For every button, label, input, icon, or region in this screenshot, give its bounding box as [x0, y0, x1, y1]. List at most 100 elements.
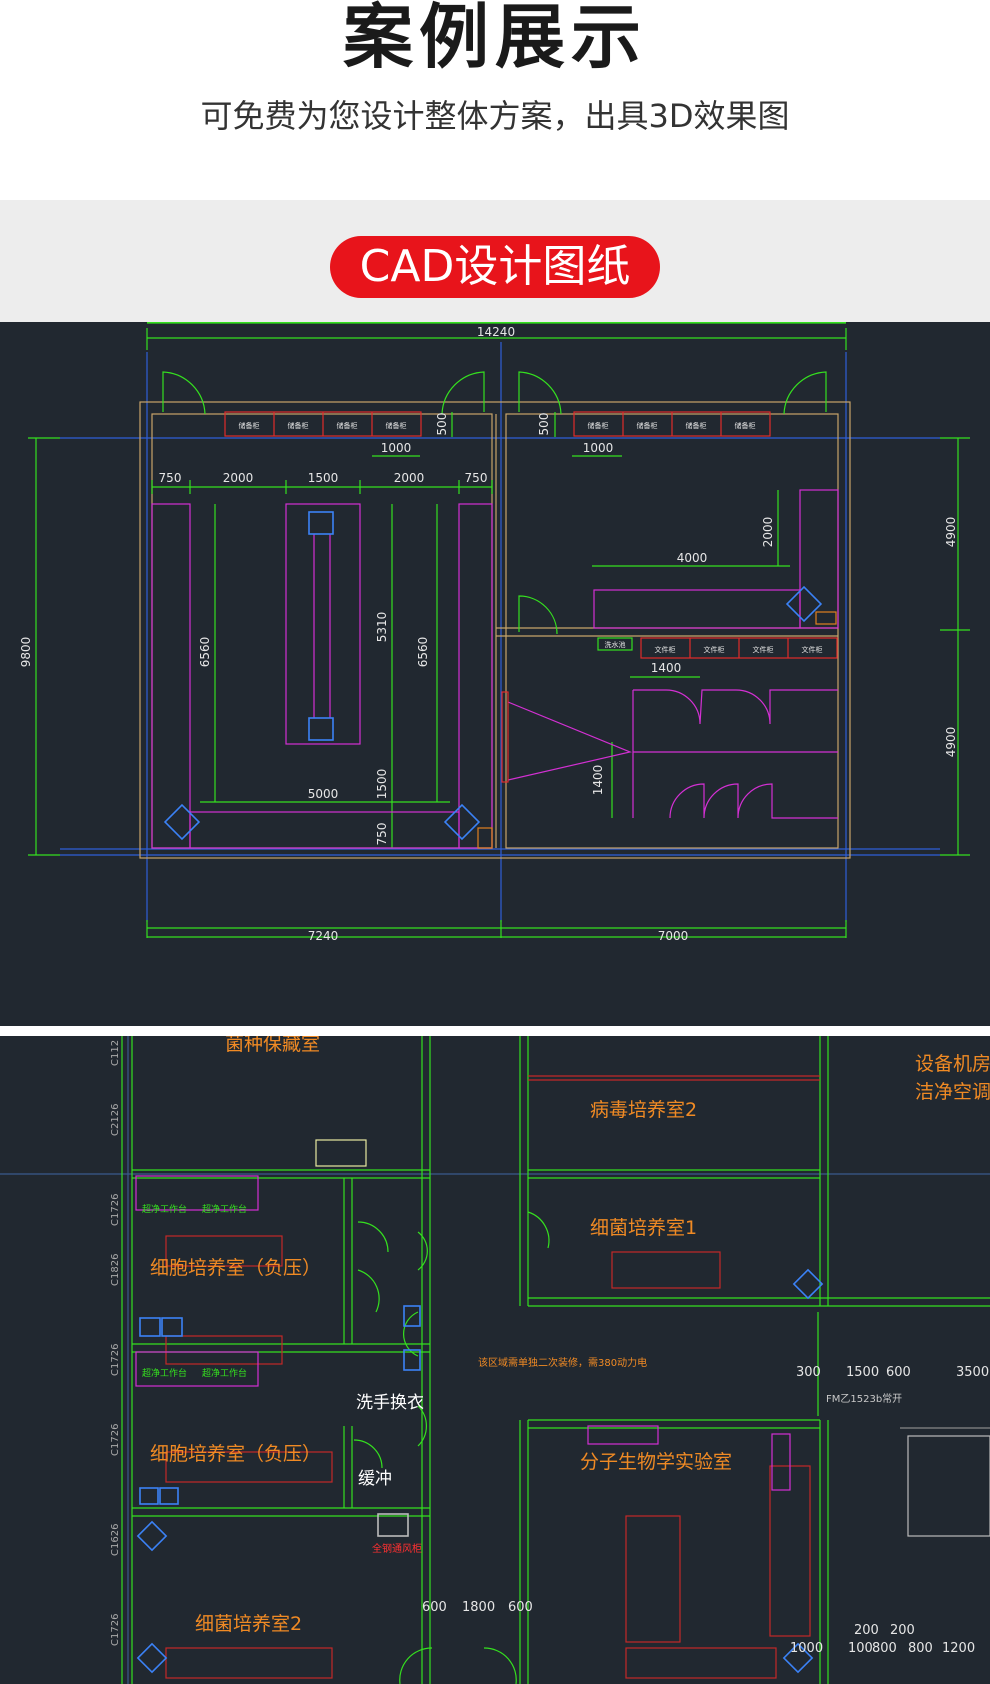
dim-text: 200	[890, 1623, 915, 1638]
dim-overall-height: 9800	[19, 637, 33, 668]
dim-1000-right: 1000	[583, 441, 614, 455]
dim-500-right: 500	[537, 413, 551, 436]
axis-tag: C2126	[110, 1104, 121, 1136]
axis-tag: C1726	[110, 1424, 121, 1456]
axis-lines	[0, 1036, 990, 1684]
dim-text: 100	[848, 1641, 873, 1656]
dim-left-width: 7240	[308, 929, 339, 943]
furniture	[151, 489, 839, 849]
room-label: 细胞培养室（负压）	[150, 1443, 321, 1465]
file-cabinet-label: 文件柜	[704, 645, 725, 654]
dim-text: 1000	[790, 1641, 823, 1656]
dim-5000: 5000	[308, 787, 339, 801]
dim-text: 600	[422, 1600, 447, 1615]
cabinet-label: 储备柜	[686, 421, 707, 430]
dim-text: 200	[854, 1623, 879, 1638]
corridor-label: 洗手换衣	[356, 1393, 424, 1413]
hood-label: 全钢通风柜	[372, 1542, 422, 1555]
dim-1400-horiz: 1400	[651, 661, 682, 675]
axis-tag: C1726	[110, 1344, 121, 1376]
room-label: 细菌培养室1	[590, 1217, 697, 1239]
cad-plan-bottom: 菌种保藏室 病毒培养室2 细菌培养室1 细胞培养室（负压） 细胞培养室（负压） …	[0, 1036, 990, 1684]
dim-5310: 5310	[375, 612, 389, 643]
axis-tag: C1726	[110, 1614, 121, 1646]
door-tag: FM乙1523b常开	[826, 1392, 902, 1405]
dim-overall-width: 14240	[477, 325, 515, 339]
bench-label: 超净工作台	[142, 1367, 187, 1379]
dim-text: 600	[508, 1600, 533, 1615]
dim-text: 800	[872, 1641, 897, 1656]
dim-750-right: 750	[465, 471, 488, 485]
sample-box	[315, 1139, 367, 1167]
dim-text: 1200	[942, 1641, 975, 1656]
sink-label: 洗水池	[605, 640, 626, 649]
cabinet-label: 储备柜	[637, 421, 658, 430]
cabinet-label: 储备柜	[239, 421, 260, 430]
axis-tag: C1726	[110, 1194, 121, 1226]
corridor-label: 缓冲	[358, 1469, 392, 1489]
dim-2000-vert: 2000	[761, 517, 775, 548]
bench-label: 超净工作台	[142, 1203, 187, 1215]
benches	[135, 1175, 791, 1491]
dim-text: 600	[886, 1365, 911, 1380]
axis-tag: C1826	[110, 1254, 121, 1286]
door-tag-text: FM乙1523b常开	[826, 1392, 902, 1405]
sink-icons	[136, 1268, 824, 1674]
dim-text: 1500	[846, 1365, 879, 1380]
bench-labels: 超净工作台 超净工作台 超净工作台 超净工作台	[142, 1203, 247, 1379]
file-cabinet-label: 文件柜	[655, 645, 676, 654]
note-text: 该区域需单独二次装修，需380动力电	[478, 1356, 647, 1369]
dim-text: 300	[796, 1365, 821, 1380]
dimension-lines	[28, 322, 970, 938]
axis-tag: C112	[110, 1040, 121, 1066]
dimension-text: 14240 7240 7000 9800 4900 4900 750 2000 …	[19, 325, 958, 943]
dim-2000-right: 2000	[394, 471, 425, 485]
notes: 该区域需单独二次装修，需380动力电	[478, 1356, 647, 1369]
dim-1500-vert: 1500	[375, 769, 389, 800]
axis-tag: C1626	[110, 1524, 121, 1556]
dim-6560-left: 6560	[198, 637, 212, 668]
dim-right-upper: 4900	[944, 517, 958, 548]
bench-label: 超净工作台	[202, 1367, 247, 1379]
dim-1400-vert: 1400	[591, 765, 605, 796]
header: 案例展示 可免费为您设计整体方案，出具3D效果图	[0, 0, 990, 200]
axis-tags: C112 C2126 C1726 C1826 C1726 C1726 C1626…	[110, 1040, 121, 1646]
hatch	[477, 611, 837, 849]
dim-750-left: 750	[159, 471, 182, 485]
room-label: 分子生物学实验室	[580, 1451, 732, 1473]
bench-label: 超净工作台	[202, 1203, 247, 1215]
fume-hood-label: 全钢通风柜	[372, 1542, 422, 1555]
dim-text: 800	[908, 1641, 933, 1656]
page-subtitle: 可免费为您设计整体方案，出具3D效果图	[200, 97, 790, 135]
doors	[162, 371, 827, 635]
dim-1500-top: 1500	[308, 471, 339, 485]
dim-text: 1800	[462, 1600, 495, 1615]
cabinets	[224, 411, 838, 783]
room-label: 病毒培养室2	[590, 1099, 697, 1121]
cabinet-label: 储备柜	[588, 421, 609, 430]
file-cabinet-label: 文件柜	[802, 645, 823, 654]
sink-icons	[163, 511, 823, 841]
dim-750-vert: 750	[375, 823, 389, 846]
room-label: 细胞培养室（负压）	[150, 1257, 321, 1279]
cabinet-label: 储备柜	[735, 421, 756, 430]
plan2-dims: 300 1500 600 3500 600 1800 600 200 200 1…	[422, 1365, 989, 1656]
dim-2000-left: 2000	[223, 471, 254, 485]
floor-plan-2: 菌种保藏室 病毒培养室2 细菌培养室1 细胞培养室（负压） 细胞培养室（负压） …	[0, 1036, 990, 1684]
room-label: 菌种保藏室	[225, 1036, 320, 1055]
cabinet-label: 储备柜	[386, 421, 407, 430]
room-label: 细菌培养室2	[195, 1613, 302, 1635]
dim-1000-left: 1000	[381, 441, 412, 455]
section-gap	[0, 1026, 990, 1036]
room-labels: 菌种保藏室 病毒培养室2 细菌培养室1 细胞培养室（负压） 细胞培养室（负压） …	[150, 1036, 990, 1635]
corridor-labels: 洗手换衣 缓冲	[356, 1393, 424, 1489]
cabinet-label: 储备柜	[288, 421, 309, 430]
cabinet-label: 储备柜	[337, 421, 358, 430]
dim-right-width: 7000	[658, 929, 689, 943]
cad-plan-top: 14240 7240 7000 9800 4900 4900 750 2000 …	[0, 322, 990, 1026]
walls	[121, 1036, 990, 1684]
dim-4000: 4000	[677, 551, 708, 565]
red-walls	[165, 1075, 990, 1679]
cabinet-labels: 储备柜 储备柜 储备柜 储备柜 储备柜 储备柜 储备柜 储备柜 文件柜 文件柜 …	[239, 421, 823, 654]
dim-6560-right: 6560	[416, 637, 430, 668]
